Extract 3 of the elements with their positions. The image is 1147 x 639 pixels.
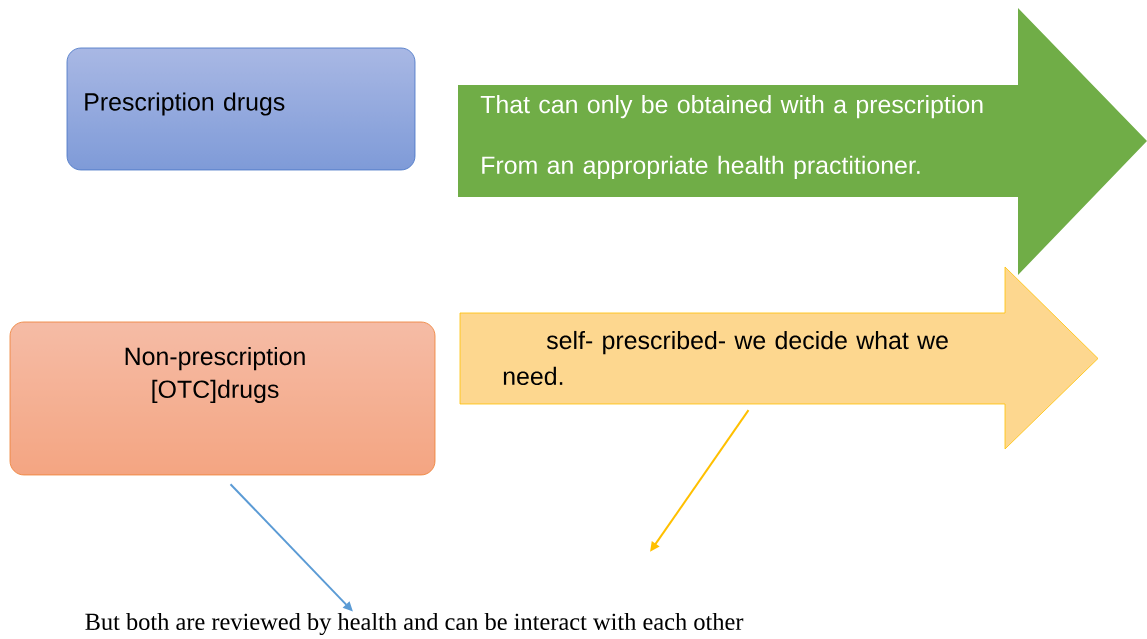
process-box: Prescription drugs: [66, 47, 416, 171]
process-box: Non-prescription [OTC]drugs: [9, 321, 436, 476]
caption-text: But both are reviewed by health and can be interact with each other: [85, 612, 744, 636]
